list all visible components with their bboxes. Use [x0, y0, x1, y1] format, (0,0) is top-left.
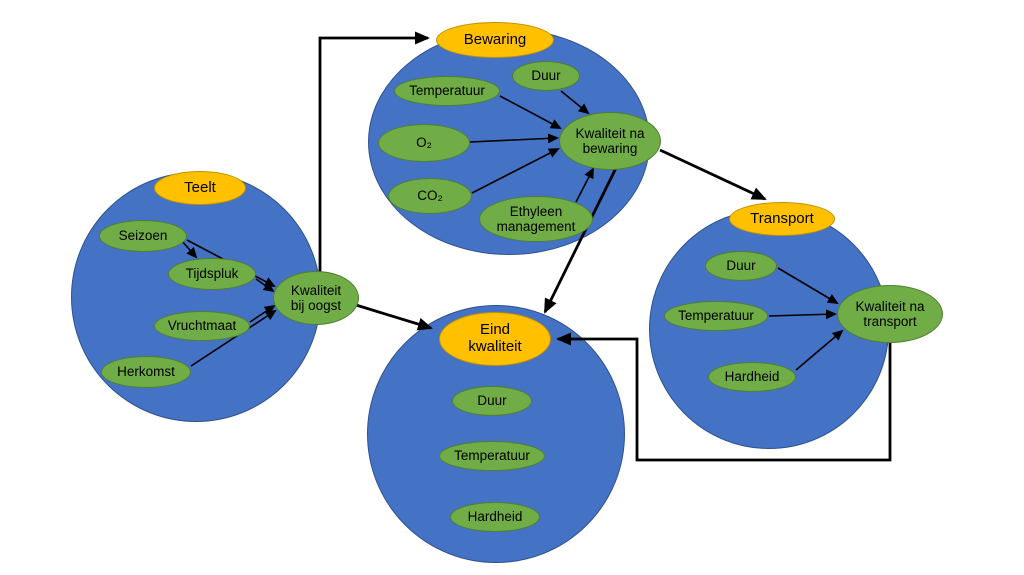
cluster-title-label: Eind kwaliteit	[468, 321, 522, 355]
node-label: O₂	[416, 135, 432, 151]
node-label: Duur	[726, 258, 756, 274]
node-label: Kwaliteit na bewaring	[575, 125, 645, 156]
node-kwaliteit-na-bewaring: Kwaliteit na bewaring	[559, 112, 661, 170]
node-temperatuur-bewaring: Temperatuur	[394, 76, 500, 106]
cluster-title-teelt: Teelt	[154, 171, 246, 205]
edge-kwaliteit-bij-oogst-eind-kwaliteit	[355, 303, 433, 331]
node-co2: CO₂	[388, 178, 472, 214]
node-label: Kwaliteit bij oogst	[290, 282, 342, 313]
node-hardheid-transport: Hardheid	[708, 362, 796, 392]
node-label: Tijdspluk	[185, 266, 239, 282]
cluster-title-bewaring: Bewaring	[436, 22, 554, 58]
node-ethyleen-management: Ethyleen management	[479, 196, 593, 242]
node-label: Herkomst	[117, 364, 175, 380]
node-duur-bewaring: Duur	[512, 61, 580, 91]
node-label: Temperatuur	[678, 308, 754, 324]
node-vruchtmaat: Vruchtmaat	[154, 311, 250, 341]
node-label: CO₂	[417, 188, 443, 204]
node-kwaliteit-bij-oogst: Kwaliteit bij oogst	[273, 271, 359, 325]
node-temperatuur-eind: Temperatuur	[439, 441, 545, 471]
node-hardheid-eind: Hardheid	[450, 502, 540, 532]
node-label: Duur	[531, 68, 561, 84]
node-label: Temperatuur	[454, 448, 530, 464]
node-temperatuur-transport: Temperatuur	[664, 301, 768, 331]
node-duur-eind: Duur	[452, 386, 532, 416]
node-label: Hardheid	[467, 509, 523, 525]
node-seizoen: Seizoen	[99, 220, 187, 252]
cluster-title-transport: Transport	[729, 202, 835, 236]
cluster-title-eind-kwaliteit: Eind kwaliteit	[439, 312, 551, 366]
node-label: Duur	[477, 393, 507, 409]
node-label: Seizoen	[118, 228, 168, 244]
node-label: Temperatuur	[409, 83, 485, 99]
node-duur-transport: Duur	[705, 251, 777, 281]
node-tijdspluk: Tijdspluk	[168, 258, 256, 290]
edge-kwaliteit-na-bewaring-transport	[659, 148, 767, 201]
node-label: Ethyleen management	[496, 203, 576, 234]
node-label: Hardheid	[724, 369, 780, 385]
node-label: Kwaliteit na transport	[855, 298, 925, 329]
cluster-title-label: Bewaring	[463, 30, 527, 48]
node-label: Vruchtmaat	[167, 318, 237, 334]
node-o2: O₂	[378, 124, 470, 162]
node-kwaliteit-na-transport: Kwaliteit na transport	[837, 285, 943, 343]
node-herkomst: Herkomst	[101, 356, 191, 388]
cluster-title-label: Teelt	[184, 178, 216, 196]
cluster-title-label: Transport	[750, 209, 814, 227]
